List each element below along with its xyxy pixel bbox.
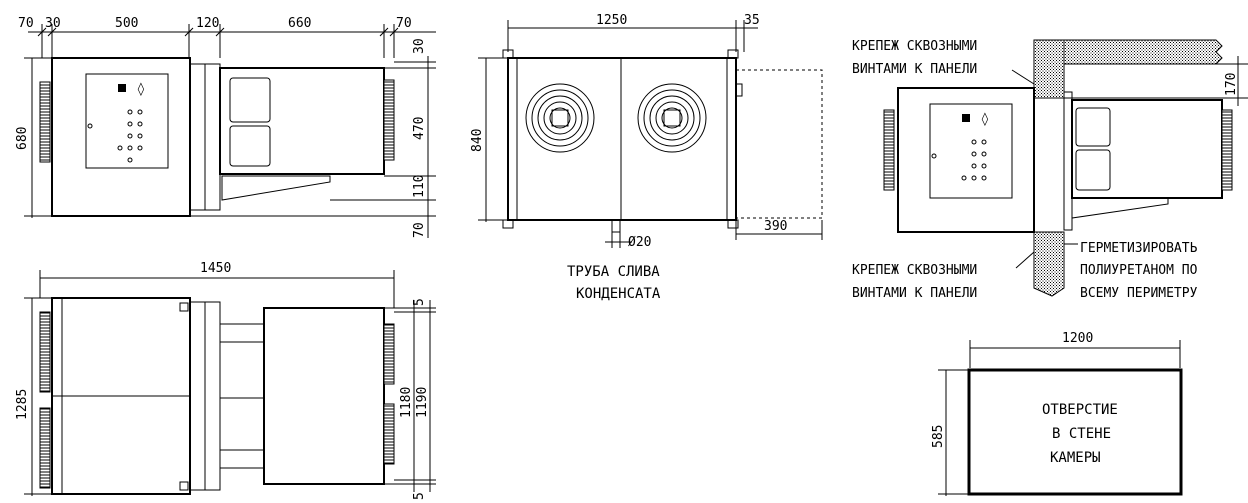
drain-tray: [221, 175, 331, 201]
install-evaporator: [1071, 99, 1223, 199]
wall-panel-lower: [1033, 231, 1065, 297]
front-top-dimension-line: [28, 24, 436, 58]
seal-note-line2: ПОЛИУРЕТАНОМ ПО: [1080, 263, 1198, 278]
install-fan-upper: [1075, 107, 1111, 147]
control-cabinet: [51, 57, 191, 217]
top-dim-1190: 1190: [415, 387, 430, 418]
side-dim-840: 840: [470, 129, 485, 152]
front-dim-30-right: 30: [412, 38, 427, 54]
front-dim-470: 470: [412, 117, 427, 140]
drain-label-line1: ТРУБА СЛИВА: [567, 264, 660, 280]
front-dim-660: 660: [288, 16, 311, 31]
install-left-coil: [883, 109, 895, 191]
install-drain-tray: [1071, 197, 1169, 219]
install-dim-170: 170: [1224, 73, 1239, 96]
button-grid: [117, 109, 143, 163]
top-dim-1450: 1450: [200, 261, 231, 276]
top-dim-1285: 1285: [15, 389, 30, 420]
side-dim-1250: 1250: [596, 13, 627, 28]
door-lock-icon: [87, 123, 93, 129]
mount-note-top-line2: ВИНТАМИ К ПАНЕЛИ: [852, 62, 977, 77]
install-fan-lower: [1075, 149, 1111, 191]
top-left-coil-upper: [39, 311, 51, 393]
control-panel-door: [85, 73, 169, 169]
drain-diameter-label: Ø20: [628, 235, 651, 250]
seal-note-line1: ГЕРМЕТИЗИРОВАТЬ: [1080, 241, 1198, 256]
opening-label-line1: ОТВЕРСТИЕ: [1042, 402, 1118, 418]
install-panel-door: [929, 103, 1013, 199]
side-view: 1250 35 840: [470, 13, 823, 302]
display-indicator: [118, 84, 126, 92]
evaporator-outline-dashed: [736, 69, 823, 219]
top-dim-1180: 1180: [399, 387, 414, 418]
install-button-grid: [961, 139, 987, 181]
wall-opening-view: 1200 585 ОТВЕРСТИЕ В СТЕНЕ КАМЕРЫ: [931, 331, 1183, 496]
front-dim-70-bottom: 70: [412, 222, 427, 238]
front-dim-70-right: 70: [396, 16, 412, 31]
install-door-lock-icon: [931, 153, 937, 159]
front-dim-110: 110: [412, 175, 427, 198]
install-display-indicator: [962, 114, 970, 122]
top-bracket-1: [179, 302, 189, 312]
top-right-coil-upper: [383, 323, 395, 385]
top-view: 1450 1285 5 1180 1190 5: [15, 261, 436, 500]
install-diamond-icon: ◊: [981, 112, 989, 127]
side-connector: [735, 83, 743, 97]
wall-panel-upper: [1033, 39, 1065, 99]
install-flange: [1063, 91, 1073, 231]
front-dim-500: 500: [115, 16, 138, 31]
front-dim-120: 120: [196, 16, 219, 31]
evaporator-housing: [219, 67, 385, 175]
wall-opening-rect: [967, 368, 1183, 496]
top-dim-5-bottom: 5: [412, 492, 427, 500]
diamond-icon: ◊: [137, 82, 145, 97]
drain-pipe: [611, 219, 621, 233]
front-view: 70 30 500 120 660 70 680 ◊: [15, 16, 436, 238]
opening-label-line2: В СТЕНЕ: [1052, 426, 1111, 442]
opening-label-line3: КАМЕРЫ: [1050, 450, 1101, 466]
top-right-coil-lower: [383, 403, 395, 465]
corner-bracket-bl: [502, 219, 514, 229]
front-dim-680: 680: [15, 127, 30, 150]
front-dim-30: 30: [45, 16, 61, 31]
mount-note-bottom-line1: КРЕПЕЖ СКВОЗНЫМИ: [852, 263, 977, 278]
install-control-cabinet: [897, 87, 1035, 233]
front-dim-70-left: 70: [18, 16, 34, 31]
top-connection-frame: [219, 323, 265, 469]
mount-note-bottom-line2: ВИНТАМИ К ПАНЕЛИ: [852, 286, 977, 301]
side-dim-35: 35: [744, 13, 760, 28]
top-bracket-2: [179, 481, 189, 491]
install-right-coil: [1221, 109, 1233, 191]
evaporator-fan-lower: [229, 125, 271, 167]
condenser-housing: [507, 57, 737, 221]
opening-dim-585: 585: [931, 425, 946, 448]
top-evaporator-body: [263, 307, 385, 485]
top-left-coil-lower: [39, 407, 51, 489]
fan-grille-right: [637, 83, 707, 153]
top-dim-5-top: 5: [412, 298, 427, 306]
opening-dim-1200: 1200: [1062, 331, 1093, 346]
seal-note-line3: ВСЕМУ ПЕРИМЕТРУ: [1080, 286, 1198, 301]
mount-note-top-line1: КРЕПЕЖ СКВОЗНЫМИ: [852, 39, 977, 54]
install-view: КРЕПЕЖ СКВОЗНЫМИ ВИНТАМИ К ПАНЕЛИ ◊ 170 …: [852, 39, 1248, 301]
drain-label-line2: КОНДЕНСАТА: [576, 286, 661, 302]
fan-grille-left: [525, 83, 595, 153]
left-coil-fins: [39, 81, 51, 163]
side-dim-390: 390: [764, 219, 787, 234]
evaporator-fan-upper: [229, 77, 271, 123]
right-coil-fins: [383, 79, 395, 161]
